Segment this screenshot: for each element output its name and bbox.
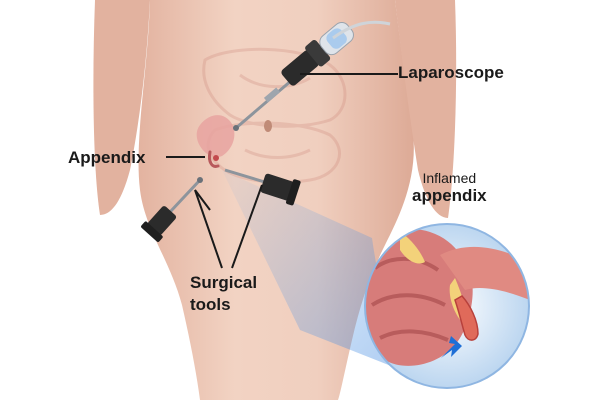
left-arm bbox=[93, 0, 150, 215]
surgical-tools-line2: tools bbox=[190, 295, 231, 314]
inflamed-appendix bbox=[454, 295, 479, 341]
navel bbox=[264, 120, 272, 132]
laparoscope-label: Laparoscope bbox=[398, 63, 504, 82]
right-arm bbox=[395, 0, 457, 218]
appendix-in-body bbox=[196, 115, 235, 168]
tools-leader-2 bbox=[231, 184, 263, 269]
fat-tissue bbox=[400, 232, 425, 264]
inflamed-appendix-label: Inflamed appendix bbox=[412, 170, 487, 206]
surgical-tools-line1: Surgical bbox=[190, 273, 258, 292]
inflamed-label-line1: Inflamed bbox=[422, 170, 477, 186]
surgical-tool-right bbox=[224, 168, 301, 206]
surgical-tools-label: Surgical tools bbox=[190, 272, 257, 316]
zoom-inset bbox=[364, 223, 530, 389]
laparoscope-instrument bbox=[233, 20, 398, 131]
blue-arrow-icon bbox=[441, 336, 462, 358]
tools-leader-1 bbox=[194, 189, 223, 269]
inflamed-label-line2: appendix bbox=[412, 186, 487, 205]
small-intestine bbox=[440, 246, 529, 300]
appendix-label: Appendix bbox=[68, 148, 146, 167]
intestine-outline bbox=[202, 47, 347, 184]
surgical-tool-left bbox=[141, 177, 203, 242]
